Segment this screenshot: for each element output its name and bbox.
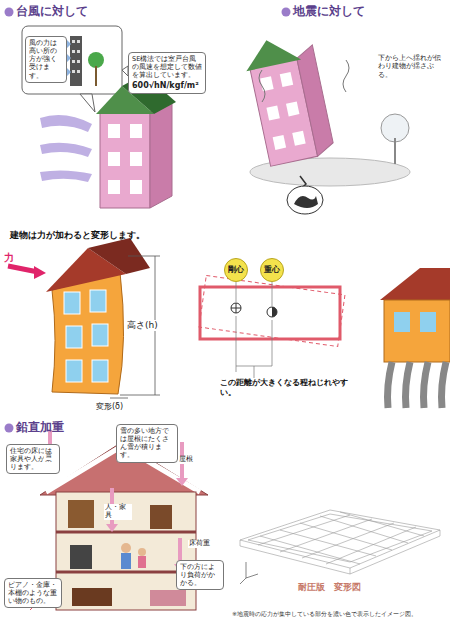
label-text: 力: [4, 252, 14, 264]
label-text: 地震に対して: [293, 4, 365, 18]
center-circle: 重心: [260, 258, 284, 282]
bent-house: [8, 238, 160, 398]
heading-dot: [282, 8, 291, 17]
label-text: 高さ(h): [126, 320, 159, 331]
label-text: 屋根: [178, 456, 194, 464]
torsion-plan: [199, 276, 345, 378]
label-text: 雪: [44, 452, 53, 460]
callout-box: 下の方により負荷がかかる。: [176, 560, 224, 590]
callout-text: 下の方により負荷がかかる。: [180, 563, 220, 587]
label-text: 床荷重: [188, 540, 211, 548]
stilt-house: [380, 268, 450, 408]
callout-box: SE構法では室戸台風の風速を想定して数値を算出しています。 600√hN/kgf/…: [128, 52, 206, 94]
callout-text: ピアノ・金庫・本棚のような重い物のもの。: [8, 581, 58, 605]
label-text: 下から上へ揺れが伝わり建物が揺さぶる。: [378, 54, 444, 79]
callout-box: 雪の多い地方では屋根にたくさん雪が積ります。: [116, 424, 178, 463]
wireframe-mesh: [240, 510, 440, 584]
heading-dot: [5, 424, 14, 433]
label-text: ※地震時の応力が集中している部分を濃い色で表示したイメージ図。: [232, 610, 417, 617]
callout-text: SE構法では室戸台風の風速を想定して数値を算出しています。: [132, 55, 202, 79]
pink-building: [40, 74, 176, 208]
formula-text: 600√hN/kgf/m²: [132, 81, 202, 91]
callout-text: 風の力は高い所の方が強く受けます。: [29, 39, 63, 80]
center-circle: 剛心: [224, 258, 248, 282]
callout-text: 剛心: [228, 265, 244, 275]
label-text: 建物は力が加わると変形します。: [10, 230, 145, 241]
label-text: 変形(δ): [96, 402, 123, 412]
label-text: 台風に対して: [16, 4, 88, 18]
callout-box: ピアノ・金庫・本棚のような重い物のもの。: [4, 578, 62, 608]
label-text: 鉛直加重: [16, 420, 64, 434]
label-text: 人・家具: [104, 504, 132, 520]
label-text: この距離が大きくなる程ねじれやすい。: [220, 378, 350, 397]
callout-text: 重心: [264, 265, 280, 275]
callout-box: 風の力は高い所の方が強く受けます。: [25, 36, 67, 83]
callout-text: 雪の多い地方では屋根にたくさん雪が積ります。: [120, 427, 174, 460]
heading-dot: [5, 8, 14, 17]
label-text: 耐圧版 変形図: [298, 582, 361, 593]
